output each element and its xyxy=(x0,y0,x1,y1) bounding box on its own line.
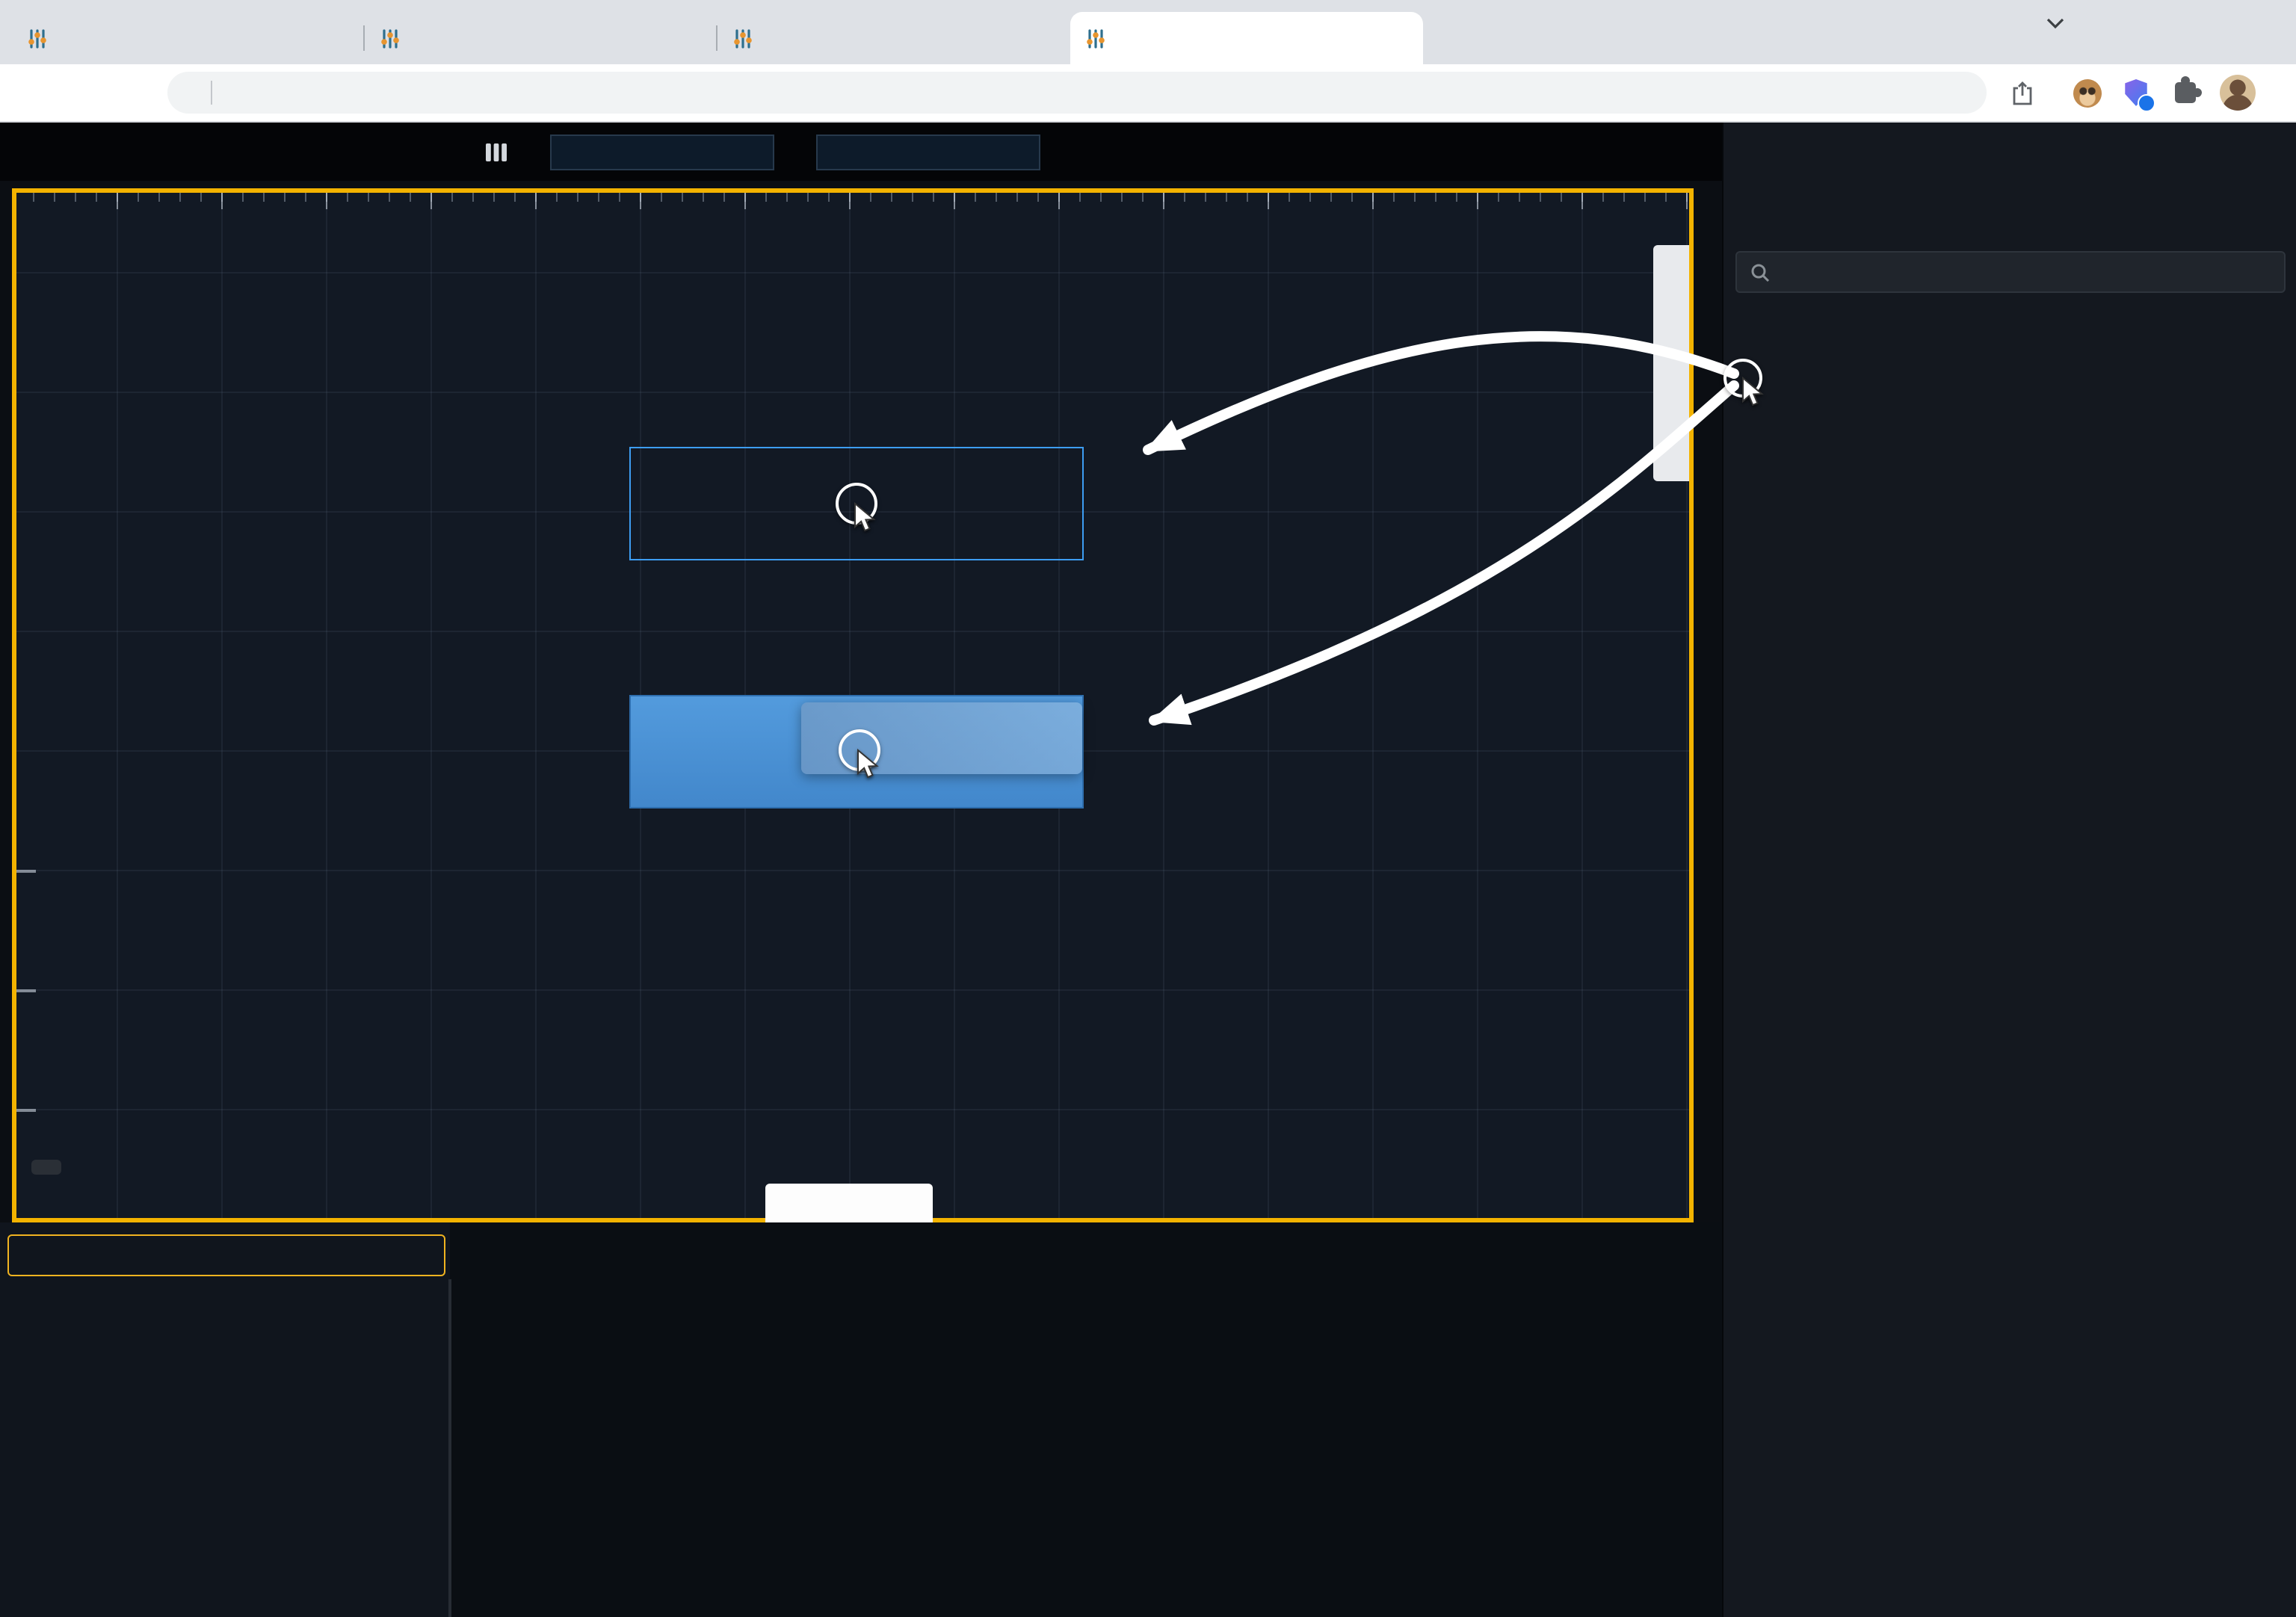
chevron-down-icon[interactable] xyxy=(2021,0,2090,48)
columns-icon[interactable] xyxy=(484,140,508,164)
properties-variables-drawer-tab[interactable] xyxy=(1653,245,1689,481)
column-divider xyxy=(448,1279,451,1617)
app-toolbar xyxy=(0,123,1722,181)
drag-ghost xyxy=(801,702,1082,774)
ruler-minor-ticks xyxy=(16,193,1689,202)
all-actions-button[interactable] xyxy=(7,1234,445,1276)
right-panel-tabs xyxy=(1723,123,2296,215)
control-panel-favicon-icon xyxy=(380,28,401,49)
panel-name-label xyxy=(31,1160,61,1175)
share-icon[interactable] xyxy=(2010,80,2034,105)
selected-widget-placeholder[interactable] xyxy=(629,447,1084,560)
address-bar xyxy=(0,64,2296,123)
actions-list-tab[interactable] xyxy=(765,1184,933,1222)
back-icon[interactable] xyxy=(12,70,57,115)
maximize-button[interactable] xyxy=(2158,0,2227,48)
tab-close-icon[interactable] xyxy=(682,26,706,50)
tab-close-icon[interactable] xyxy=(1034,26,1058,50)
extension-badge xyxy=(2138,94,2155,112)
read-input[interactable] xyxy=(550,134,774,170)
browser-tab[interactable] xyxy=(716,12,1070,64)
search-box[interactable] xyxy=(1735,251,2286,293)
write-input[interactable] xyxy=(816,134,1040,170)
right-panel xyxy=(1722,123,2296,1617)
shield-extension-icon[interactable] xyxy=(2121,78,2155,112)
browser-tabstrip xyxy=(0,0,2296,64)
browser-tab[interactable] xyxy=(1070,12,1423,64)
ruler-tick xyxy=(16,1109,36,1111)
actions-left-column xyxy=(0,1222,450,1617)
reload-icon[interactable] xyxy=(108,70,152,115)
control-panel-favicon-icon xyxy=(1085,28,1106,49)
address-bar-actions xyxy=(2002,75,2284,112)
search-icon xyxy=(1750,262,1770,282)
browser-tabs xyxy=(0,0,1423,64)
close-button[interactable] xyxy=(2227,0,2296,48)
extensions-puzzle-icon[interactable] xyxy=(2175,76,2202,103)
ruler-tick xyxy=(16,989,36,992)
minimize-button[interactable] xyxy=(2090,0,2158,48)
divider xyxy=(211,81,212,105)
actions-right-column xyxy=(450,1222,1722,1617)
forward-icon[interactable] xyxy=(60,70,105,115)
window-controls xyxy=(2021,0,2296,48)
control-panel-favicon-icon xyxy=(732,28,753,49)
control-panel-favicon-icon xyxy=(27,28,48,49)
browser-tab[interactable] xyxy=(12,12,365,64)
new-tab-button[interactable] xyxy=(1432,10,1474,52)
tab-close-icon[interactable] xyxy=(329,26,353,50)
url-field[interactable] xyxy=(167,72,1987,114)
search-input[interactable] xyxy=(1782,262,2271,282)
browser-tab[interactable] xyxy=(363,12,718,64)
ruler-tick xyxy=(16,870,36,872)
tab-close-icon[interactable] xyxy=(1387,26,1411,50)
profile-avatar[interactable] xyxy=(2220,75,2256,111)
monkey-extension-icon[interactable] xyxy=(2073,78,2102,107)
